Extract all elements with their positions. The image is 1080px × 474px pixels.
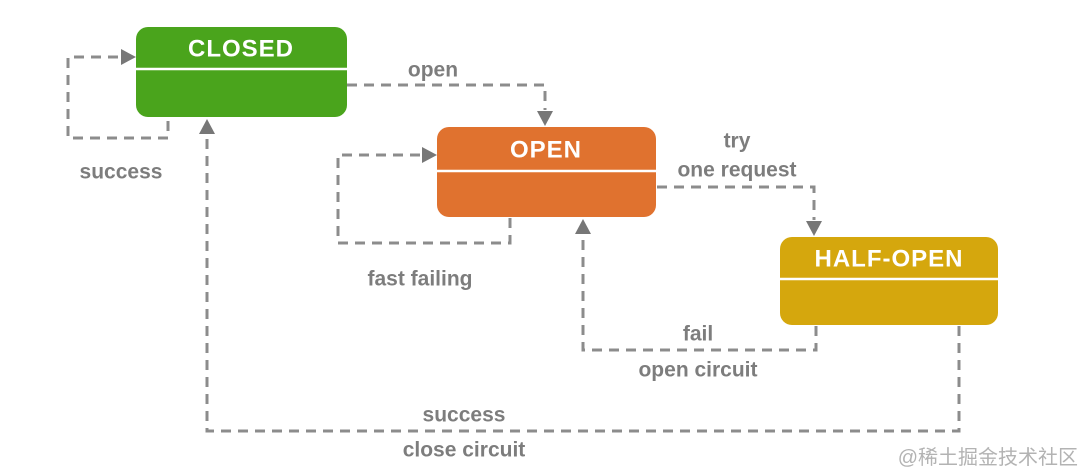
state-closed-title: CLOSED	[188, 36, 294, 63]
arrowhead-down-icon	[537, 111, 553, 126]
state-half-open: HALF-OPEN	[780, 237, 998, 325]
state-closed: CLOSED	[136, 27, 347, 117]
transition-success-close-circuit: success close circuit	[199, 119, 961, 462]
state-open: OPEN	[437, 127, 656, 217]
fail-open-circuit-line	[581, 235, 818, 352]
state-closed-box	[136, 27, 347, 117]
transition-fast-failing: fast failing	[336, 147, 512, 291]
open-transition-label: open	[408, 59, 458, 82]
arrowhead-up-icon	[199, 119, 215, 134]
transition-open: open	[347, 59, 553, 126]
fast-failing-line	[336, 153, 512, 245]
arrowhead-right-icon	[422, 147, 437, 163]
arrowhead-right-icon	[121, 49, 136, 65]
arrowhead-up-icon	[575, 219, 591, 234]
state-half-open-title: HALF-OPEN	[815, 246, 964, 273]
fail-label-line1: fail	[683, 323, 713, 346]
success-close-label-line1: success	[423, 404, 506, 427]
success-loop-label: success	[80, 161, 163, 184]
transition-try-one-request: try one request	[657, 130, 822, 236]
success-close-label-line2: close circuit	[403, 439, 526, 462]
state-open-title: OPEN	[510, 137, 582, 164]
state-half-open-box	[780, 237, 998, 325]
fast-failing-label: fast failing	[367, 268, 472, 291]
try-one-request-line	[657, 185, 816, 220]
success-close-circuit-line	[205, 135, 961, 433]
try-one-request-label-line2: one request	[677, 159, 796, 182]
try-one-request-label-line1: try	[724, 130, 751, 153]
watermark: @稀土掘金技术社区	[898, 446, 1078, 469]
arrowhead-down-icon	[806, 221, 822, 236]
transition-success-loop: success	[66, 49, 170, 184]
open-transition-line	[347, 83, 547, 110]
transition-fail-open-circuit: fail open circuit	[575, 219, 818, 382]
fail-label-line2: open circuit	[638, 359, 757, 382]
